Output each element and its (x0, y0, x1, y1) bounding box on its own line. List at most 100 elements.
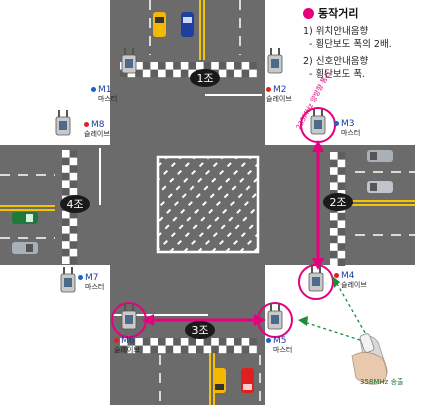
speaker-pole (66, 110, 68, 118)
crosswalk-4-tile (62, 150, 70, 158)
speaker-pole (132, 48, 134, 56)
crosswalk-label-text-2: 2조 (329, 196, 346, 209)
car-grey-left (12, 242, 38, 254)
crosswalk-label-4: 4조 (60, 195, 90, 213)
crosswalk-1-tile (180, 62, 189, 70)
crosswalk-3-tile (249, 345, 257, 354)
range-arrow-m3-m4 (312, 140, 324, 270)
range-arrow-m6-m5 (142, 314, 266, 326)
crosswalk-3 (120, 338, 257, 354)
crosswalk-1-tile (158, 69, 166, 78)
speaker-device-m5 (267, 304, 283, 330)
crosswalk-3-tile (127, 345, 136, 354)
hatch-line (169, 162, 258, 252)
crosswalk-2-tile (337, 220, 346, 228)
device-name-m4: M4 (341, 271, 355, 281)
hatch-line (158, 157, 210, 210)
crosswalk-3-tile (158, 345, 166, 354)
speaker-pole (132, 304, 134, 312)
crosswalk-3-tile (173, 345, 181, 354)
car-grey-right-2 (367, 181, 393, 193)
car-green-left (12, 212, 38, 224)
speaker-pole (124, 304, 126, 312)
device-name-m7: M7 (85, 273, 99, 283)
crosswalk-4-tile (69, 218, 78, 226)
speaker-device-m3 (310, 109, 326, 135)
crosswalk-3-tile (226, 338, 234, 346)
device-label-m2: M2 슬레이브 (266, 86, 292, 103)
crosswalk-3-tile (142, 345, 151, 354)
speaker-pole (71, 267, 73, 275)
speaker-pole (270, 304, 272, 312)
crosswalk-3-tile (218, 345, 227, 354)
crosswalk-label-text-3: 3조 (191, 324, 208, 337)
crosswalk-2-tile (330, 258, 338, 266)
device-role-m2: 슬레이브 (266, 95, 292, 103)
device-dot-m2 (266, 87, 271, 92)
device-dot-m8 (84, 122, 89, 127)
crosswalk-4-tile (69, 188, 78, 196)
speaker-device-m4 (308, 266, 324, 292)
device-label-m6: M6 슬레이브 (114, 337, 140, 354)
device-label-m5: M5 마스터 (266, 337, 292, 354)
speaker-panel (125, 315, 133, 324)
hatch-line (158, 157, 196, 196)
device-label-m3: M3 마스터 (334, 120, 360, 137)
note-1: 1) 위치안내음향 - 횡단보도 폭의 2배. (303, 25, 437, 51)
hatch-line (211, 204, 258, 252)
car-red-bottom (241, 368, 254, 393)
crosswalk-4-tile (62, 180, 70, 188)
crosswalk-1-tile (211, 62, 219, 70)
note-1-sub: - 횡단보도 폭의 2배. (309, 39, 392, 50)
device-label-m8: M8 슬레이브 (84, 121, 110, 138)
device-role-m6: 슬레이브 (114, 346, 140, 354)
signal-arrowhead-1 (332, 276, 340, 288)
speaker-pole (319, 266, 321, 274)
crosswalk-3-tile (180, 338, 189, 346)
speaker-pole (321, 109, 323, 117)
device-name-m2: M2 (273, 85, 287, 95)
crosswalk-2-tile (330, 167, 338, 175)
car-grey-right-1 (367, 150, 393, 162)
speaker-panel (314, 120, 322, 129)
crosswalk-1-tile (196, 62, 204, 70)
device-name-m6: M6 (121, 336, 135, 346)
device-label-m1: M1 마스터 (91, 86, 117, 103)
speaker-panel (312, 277, 320, 286)
device-role-m7: 마스터 (85, 283, 105, 291)
hatch-line (197, 190, 258, 252)
crosswalk-1-tile (142, 69, 151, 78)
crosswalk-3-tile (188, 345, 196, 354)
crosswalk-4-tile (62, 226, 70, 234)
car-blue-top (181, 12, 194, 37)
crosswalk-1-tile (165, 62, 174, 70)
legend-title: 동작거리 (318, 7, 359, 20)
speaker-pole (63, 267, 65, 275)
hatch-line (158, 157, 252, 252)
notes-panel: 동작거리 1) 위치안내음향 - 횡단보도 폭의 2배. 2) 신호안내음향 -… (303, 5, 437, 81)
note-1-head: 1) 위치안내음향 (303, 26, 369, 37)
lane-dashes (0, 0, 415, 405)
speaker-panel (271, 315, 279, 324)
crosswalk-2-tile (337, 174, 346, 183)
speaker-panel (64, 278, 72, 287)
crosswalk-2-tile (330, 228, 338, 236)
remote-control (351, 333, 388, 385)
crosswalk-1-tile (249, 69, 257, 78)
device-dot-m7 (78, 275, 83, 280)
crosswalk-4-tile (69, 172, 78, 181)
hatch-line (225, 218, 258, 252)
note-2-head: 2) 신호안내음향 (303, 56, 369, 67)
crosswalk-label-text-4: 4조 (66, 198, 83, 211)
crosswalk-1-tile (173, 69, 181, 78)
crosswalk-1 (120, 62, 257, 78)
speaker-pole (311, 266, 313, 274)
car-yellow-bottom (213, 368, 226, 393)
crosswalk-4-tile (62, 165, 70, 173)
speaker-device-m7 (60, 267, 76, 293)
crosswalk-4-tile (69, 248, 78, 257)
device-role-m3: 마스터 (341, 129, 361, 137)
speaker-device-m8 (55, 110, 71, 136)
hatch-line (239, 232, 258, 252)
crosswalk-3-tile (120, 338, 128, 346)
